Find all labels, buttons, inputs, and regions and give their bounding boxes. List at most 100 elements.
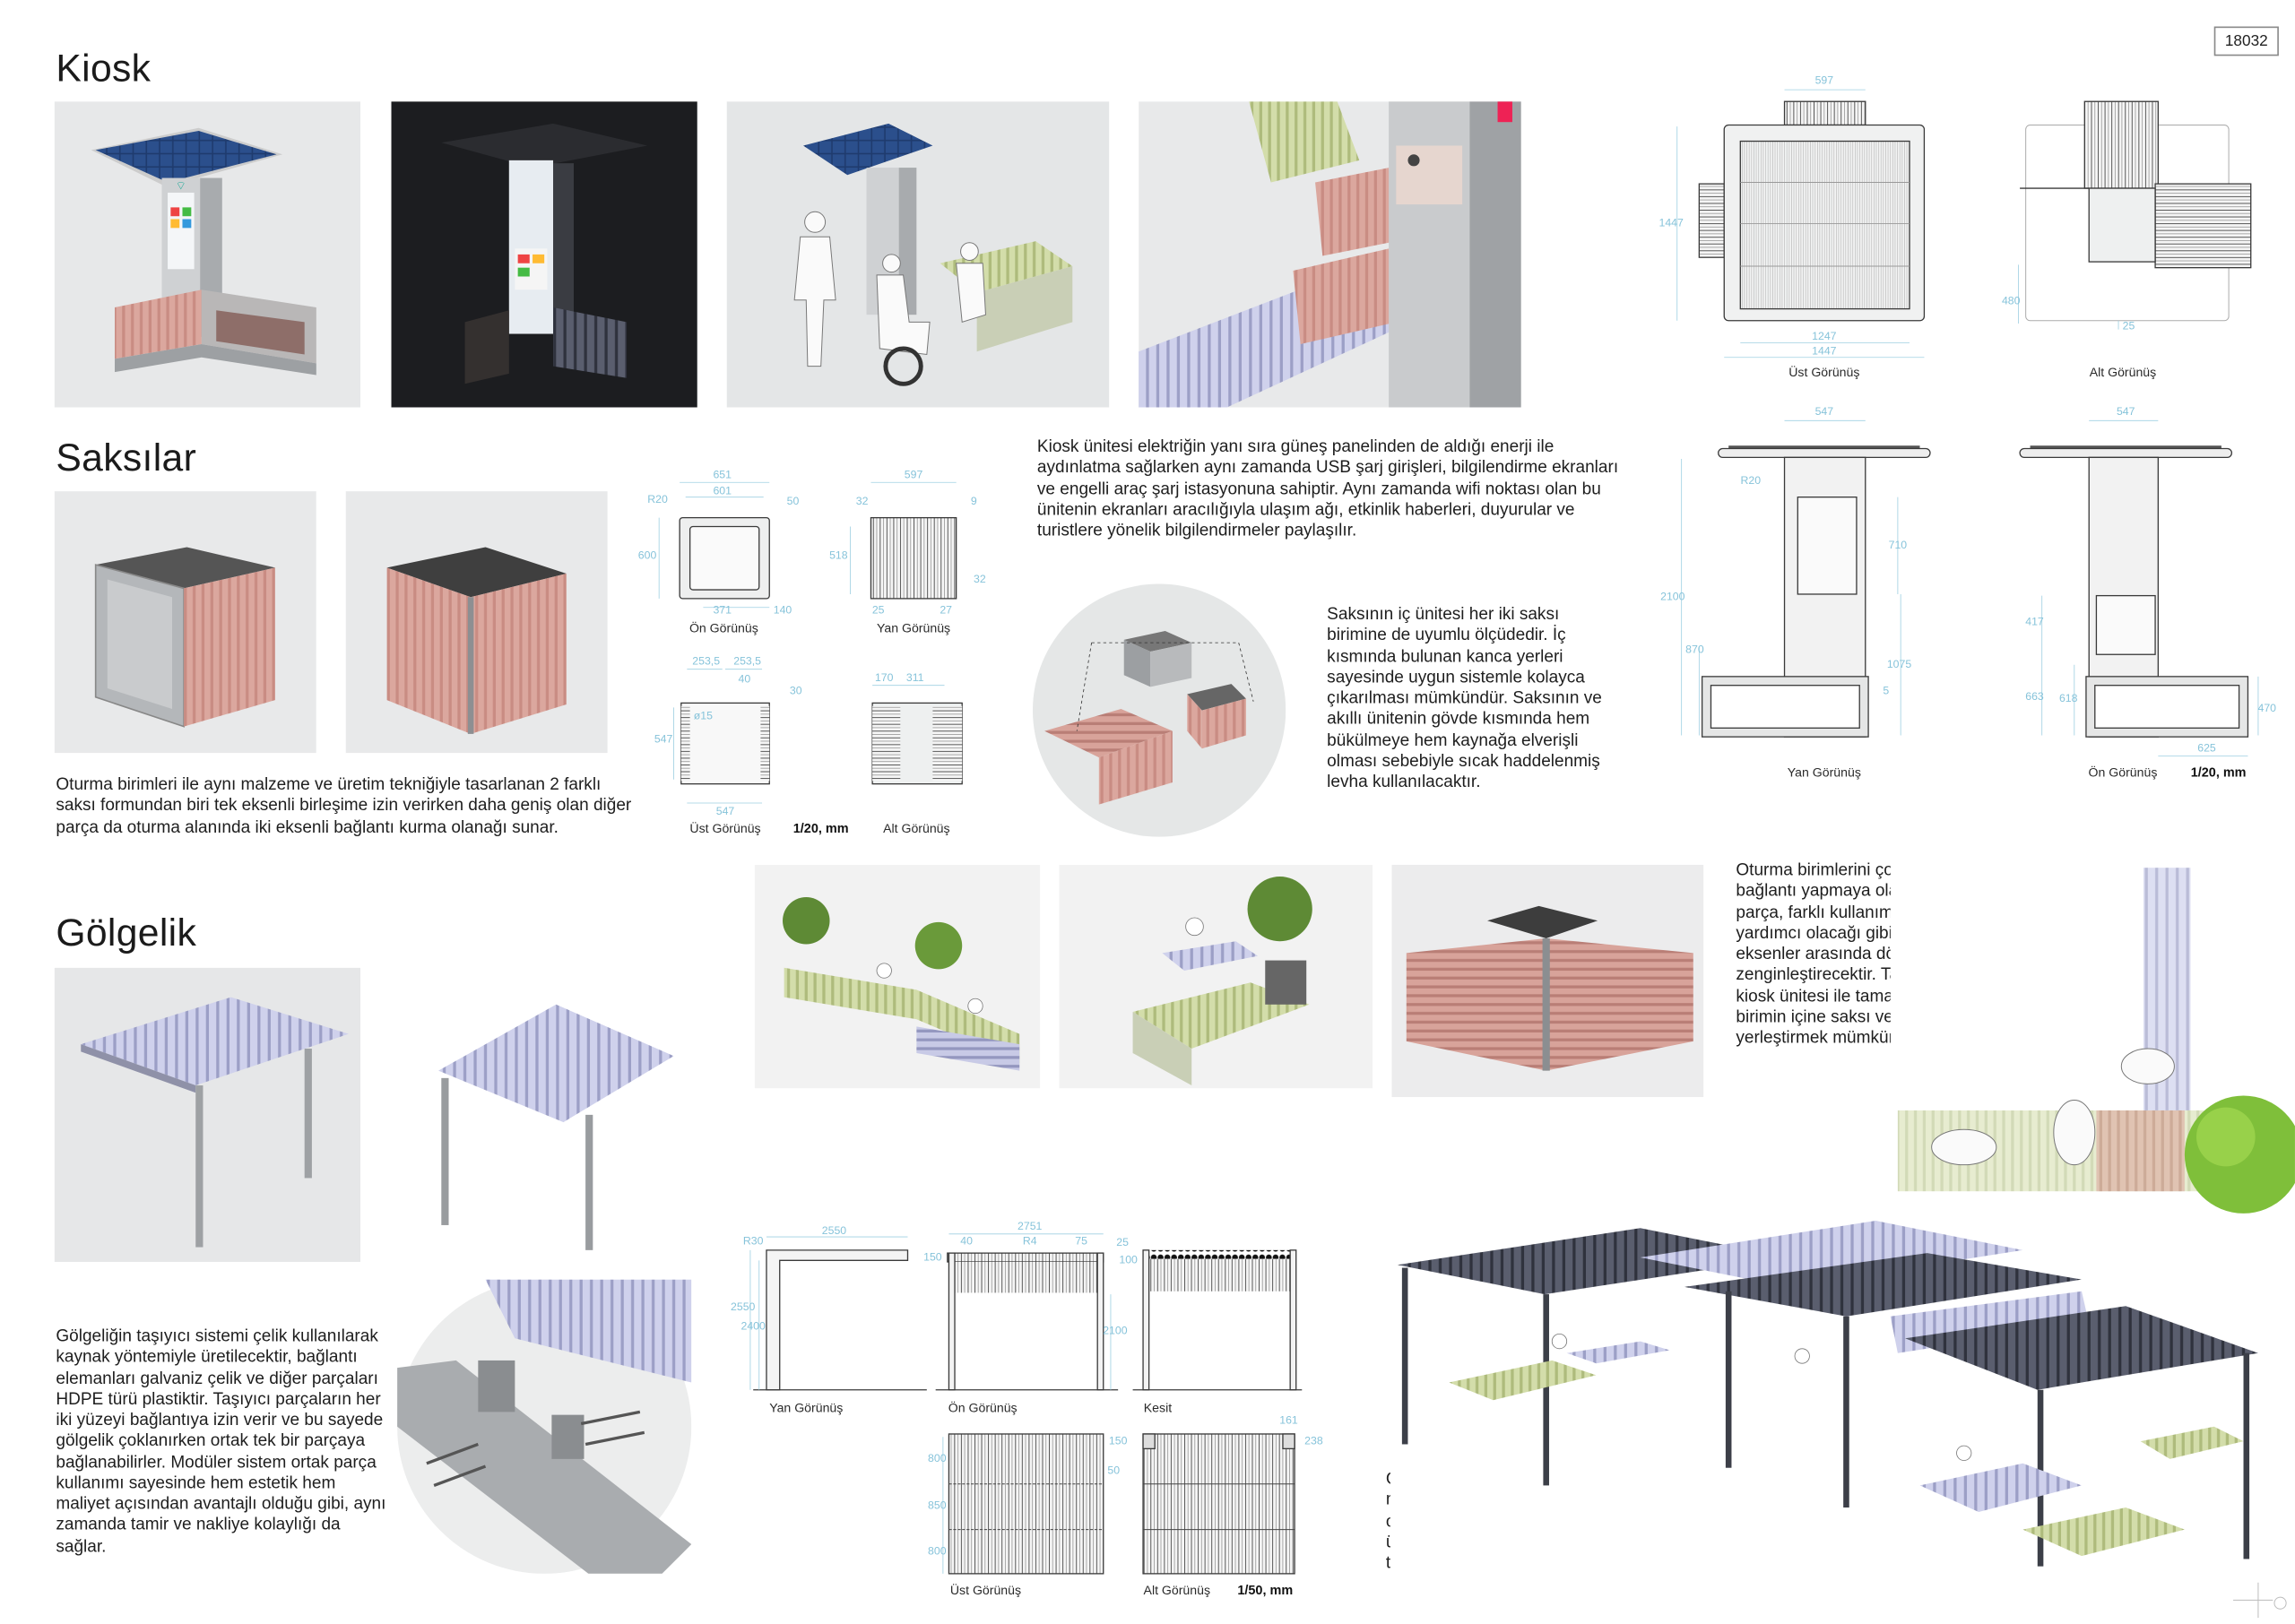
left-slats <box>1698 183 1725 258</box>
dim-label: 2751 <box>1018 1220 1043 1232</box>
dim-label: 480 <box>2002 295 2021 307</box>
seating-combo-render-2 <box>1059 864 1373 1089</box>
section-title-kiosk: Kiosk <box>56 45 152 91</box>
person-sitting-icon <box>2120 1048 2175 1084</box>
planter-opening <box>1487 905 1598 938</box>
registration-mark-icon <box>2233 1582 2287 1619</box>
view-label: Yan Görünüş <box>877 621 950 635</box>
bench <box>2022 1507 2185 1557</box>
dim-label: 253,5 <box>692 655 720 668</box>
kiosk-render-night <box>391 101 697 408</box>
pergola-column <box>304 1049 312 1179</box>
text-line: saksı formundan biri tek eksenli birleşi… <box>56 796 632 816</box>
solar-panel <box>95 131 277 183</box>
l-planter-seat <box>1044 708 1173 758</box>
screen-tile <box>517 254 530 263</box>
bench-frame-inner <box>2094 685 2240 729</box>
bolt <box>580 1410 641 1426</box>
bench-opening <box>216 310 305 355</box>
solar-panel <box>441 123 648 168</box>
bench-row <box>784 967 1020 1064</box>
dimension-lines <box>749 1236 908 1390</box>
dim-label: 870 <box>1685 644 1704 656</box>
text-line: olması sebebiyle sıcak haddelenmiş <box>1327 751 1600 771</box>
column <box>1725 1291 1732 1468</box>
kiosk-side-view-drawing: 547 R20 710 2100 870 1075 5 Yan Görünüş <box>1660 405 1931 779</box>
dim-label: 417 <box>2025 615 2044 627</box>
planter-exploded-diagram <box>1032 583 1286 837</box>
planter-render-2 <box>345 491 608 754</box>
bench-right <box>553 307 628 378</box>
solar-panel <box>802 123 933 176</box>
scale-label: 1/50, mm <box>1237 1584 1293 1598</box>
text-line: ve engelli araç şarj istasyonuna sahipti… <box>1036 479 1601 498</box>
usb-port-icon <box>1407 154 1420 167</box>
dim-label: 800 <box>928 1545 947 1558</box>
person-icon <box>1956 1445 1972 1461</box>
dim-label: 5 <box>1883 685 1889 697</box>
dim-label: 651 <box>713 468 732 480</box>
bench-lavender <box>1162 941 1259 972</box>
solar-panel <box>1728 445 1920 449</box>
text-line: iki yüzeyi bağlantıya izin verir ve bu s… <box>56 1410 384 1430</box>
horizontal-slats <box>2154 183 2252 269</box>
wifi-icon: ⌔ <box>176 179 186 193</box>
column <box>2243 1352 2250 1559</box>
planter-right <box>1201 698 1246 749</box>
kiosk-column-lit <box>508 160 554 334</box>
screen-tile <box>182 219 192 229</box>
connector-plate <box>551 1414 585 1459</box>
dim-label: R20 <box>647 493 668 505</box>
wheelchair-wheel <box>883 346 923 386</box>
bench-green <box>1249 101 1360 183</box>
dim-label: R30 <box>743 1234 764 1247</box>
dim-label: 547 <box>2117 405 2135 418</box>
roof-band <box>947 1252 1104 1263</box>
dim-label: 2100 <box>1103 1324 1128 1336</box>
screen <box>1797 497 1858 595</box>
assembly-lines <box>1076 642 1254 731</box>
bench-frame-inner <box>1710 685 1860 729</box>
column-section <box>2088 187 2156 263</box>
dim-label: 1075 <box>1887 658 1912 670</box>
screen-tile <box>533 254 545 263</box>
panel-grid <box>1740 181 1910 267</box>
planter-top <box>1187 684 1246 711</box>
tree-icon <box>1247 877 1312 942</box>
saksi-forms-description: Oturma birimleri ile aynı malzeme ve üre… <box>56 775 631 838</box>
kiosk-column-side <box>553 163 574 334</box>
column-plate <box>1282 1433 1295 1450</box>
bolt <box>433 1464 487 1487</box>
dim-label: 40 <box>739 672 751 685</box>
dim-label: 547 <box>716 805 735 817</box>
person-icon <box>1551 1333 1568 1350</box>
scale-label: 1/20, mm <box>793 822 849 836</box>
text-line: parça da oturma alanında iki eksenli bağ… <box>56 816 559 836</box>
view-label: Kesit <box>1144 1400 1172 1414</box>
dim-label: 470 <box>2258 702 2277 714</box>
pergola-front-view-drawing: 2751 40 R4 75 25 150 100 2100 Ön Görünüş <box>923 1220 1138 1414</box>
top-slats <box>1783 100 1866 126</box>
detail-slats <box>485 1279 692 1383</box>
crosshair <box>2233 1582 2273 1619</box>
dim-label: 547 <box>1815 405 1834 418</box>
circle-mark <box>2273 1596 2287 1610</box>
text-line: akıllı ünitenin gövde kısmında hem <box>1327 709 1590 729</box>
kiosk-render-detail <box>1139 101 1521 408</box>
bench-green <box>1132 982 1310 1050</box>
human-figures <box>793 211 986 386</box>
planter-outline <box>680 702 770 785</box>
dim-label: 32 <box>856 495 869 507</box>
dim-label: 710 <box>1889 539 1908 551</box>
planter-side-view-drawing: 597 32 9 518 32 25 27 Yan Görünüş <box>829 468 986 635</box>
scale-label: 1/20, mm <box>2191 765 2247 780</box>
bench-base <box>114 343 316 376</box>
view-label: Alt Görünüş <box>883 821 950 835</box>
person-head <box>804 211 827 233</box>
pergola-render-1 <box>54 967 361 1262</box>
dim-label: 100 <box>1119 1254 1138 1266</box>
pergola-bottom-view-drawing: 150 161 238 Alt Görünüş 1/50, mm <box>1109 1413 1323 1597</box>
planter-opening <box>95 547 275 589</box>
planter-opening <box>688 525 760 591</box>
right-slats <box>760 705 770 782</box>
